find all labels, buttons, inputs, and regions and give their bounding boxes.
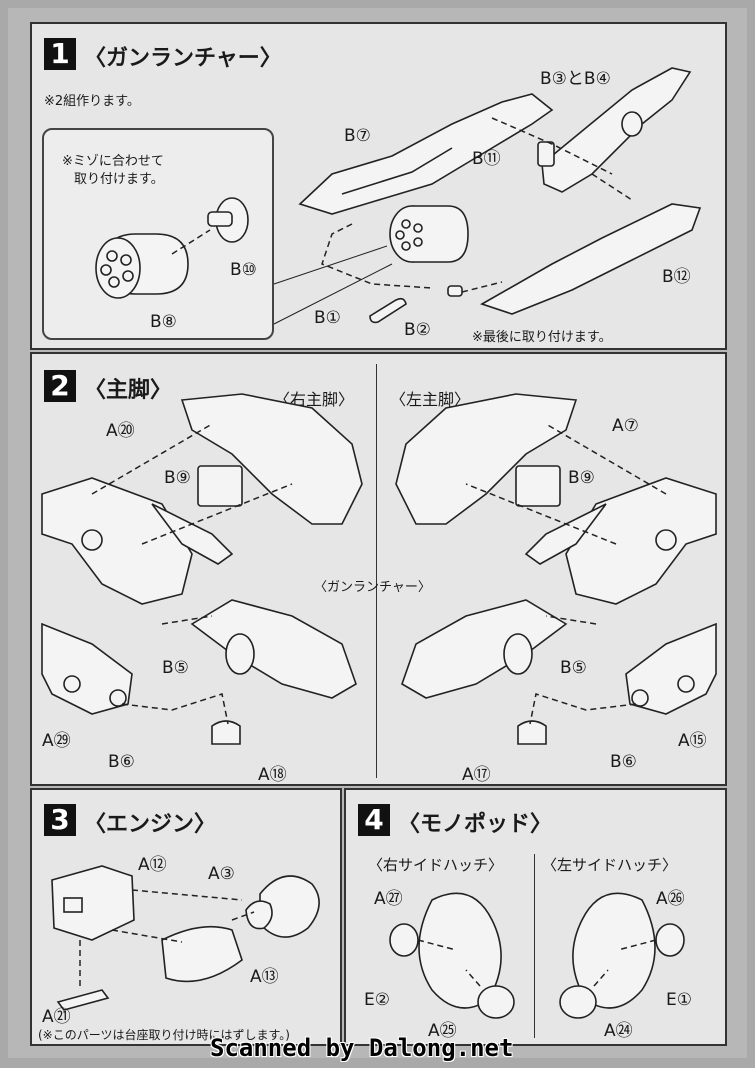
part-a24: A㉔ — [604, 1021, 633, 1041]
part-a27: A㉗ — [374, 889, 403, 909]
part-b11: B⑪ — [472, 149, 501, 169]
inset-note-line2: 取り付けます。 — [74, 172, 164, 187]
step4-illustration — [389, 892, 685, 1019]
part-b9-left: B⑨ — [568, 468, 595, 488]
watermark: Scanned by Dalong.net — [210, 1034, 514, 1062]
part-b5-right: B⑤ — [162, 658, 189, 678]
step4-right-heading: 〈右サイドハッチ〉 — [368, 856, 504, 874]
part-b5-left: B⑤ — [560, 658, 587, 678]
last-note: ※最後に取り付けます。 — [472, 330, 612, 345]
part-a25: A㉕ — [428, 1021, 457, 1041]
step4-panel: 4 〈モノポッド〉 〈右サイドハッチ〉 〈左サイドハッチ〉 A㉗ E② A㉕ A… — [344, 788, 727, 1046]
part-b1: B① — [314, 308, 341, 328]
step1-title: 〈ガンランチャー〉 — [84, 46, 282, 71]
part-b3b4: B③とB④ — [540, 69, 611, 89]
step3-note: (※このパーツは台座取り付け時にはずします。) — [38, 1028, 290, 1042]
step2-center-label: 〈ガンランチャー〉 — [314, 580, 431, 595]
step4-left-heading: 〈左サイドハッチ〉 — [542, 856, 678, 874]
part-b8: B⑧ — [150, 312, 177, 332]
step3-title: 〈エンジン〉 — [84, 812, 217, 837]
part-b9-right: B⑨ — [164, 468, 191, 488]
step2-number: 2 — [44, 370, 76, 402]
part-b10: B⑩ — [230, 260, 257, 280]
step3-number: 3 — [44, 804, 76, 836]
part-b7: B⑦ — [344, 126, 371, 146]
step1-panel: 1 〈ガンランチャー〉 ※2組作ります。 ※ミゾに合わせて 取り付けます。 — [30, 22, 727, 350]
step1-note: ※2組作ります。 — [44, 94, 140, 109]
step3-panel: 3 〈エンジン〉 A⑫ A③ A⑬ A㉑ (※このパーツは台座取り付け時にはずし… — [30, 788, 342, 1046]
part-a18: A⑱ — [258, 765, 287, 785]
step4-divider — [534, 854, 535, 1038]
part-a20: A⑳ — [106, 421, 135, 441]
step4-number: 4 — [358, 804, 390, 836]
part-a29: A㉙ — [42, 731, 71, 751]
part-a13: A⑬ — [250, 967, 279, 987]
part-a12: A⑫ — [138, 855, 167, 875]
part-b2: B② — [404, 320, 431, 340]
part-e2: E② — [364, 990, 390, 1010]
step1-number: 1 — [44, 38, 76, 70]
part-a7: A⑦ — [612, 416, 639, 436]
part-b6-left: B⑥ — [610, 752, 637, 772]
part-a26: A㉖ — [656, 889, 685, 909]
step2-divider — [376, 364, 377, 778]
step3-illustration — [51, 865, 320, 1011]
part-a17: A⑰ — [462, 765, 491, 785]
part-a21: A㉑ — [42, 1007, 71, 1027]
step2-illustration — [41, 393, 717, 745]
step1-illustration — [95, 67, 702, 325]
part-a15: A⑮ — [678, 731, 707, 751]
part-b12: B⑫ — [662, 267, 691, 287]
step2-panel: 2 〈主脚〉 〈右主脚〉 〈左主脚〉 — [30, 352, 727, 786]
part-b6-right: B⑥ — [108, 752, 135, 772]
part-a3: A③ — [208, 864, 235, 884]
step2-left-heading: 〈左主脚〉 — [390, 390, 471, 409]
part-e1: E① — [666, 990, 692, 1010]
step2-title: 〈主脚〉 — [84, 378, 173, 403]
inset-note-line1: ※ミゾに合わせて — [62, 154, 164, 169]
step4-title: 〈モノポッド〉 — [398, 812, 553, 837]
